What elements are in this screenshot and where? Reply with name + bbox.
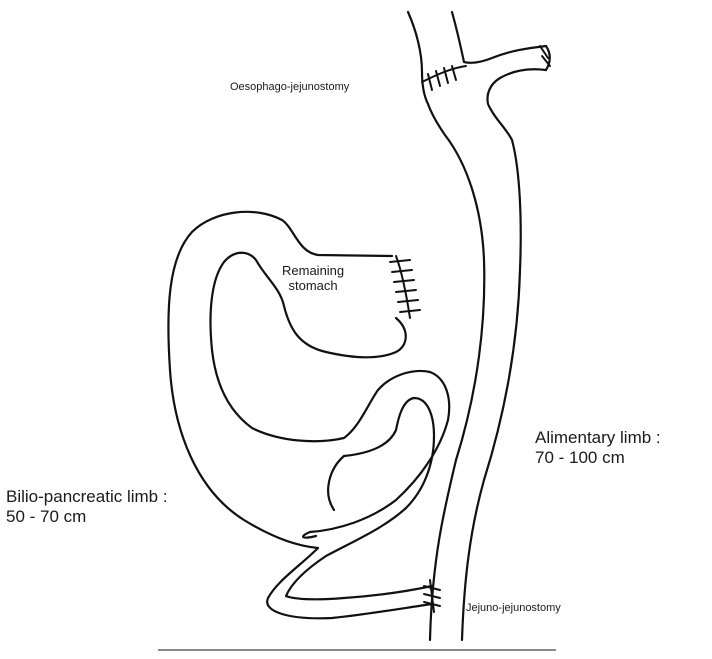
alimentary-text-line1: Alimentary limb :: [535, 428, 661, 448]
alimentary-text-line2: 70 - 100 cm: [535, 448, 661, 468]
oesophago-staple-line: [422, 66, 466, 90]
stomach-staple-line: [390, 256, 420, 318]
bilio-text-line2: 50 - 70 cm: [6, 507, 168, 527]
jejuno-text: Jejuno-jejunostomy: [466, 602, 561, 614]
alimentary-limb-label: Alimentary limb : 70 - 100 cm: [535, 428, 661, 467]
remaining-text-line1: Remaining: [282, 264, 344, 279]
remaining-stomach-label: Remaining stomach: [282, 264, 344, 294]
bilio-text-line1: Bilio-pancreatic limb :: [6, 487, 168, 507]
stomach-inner-wall: [211, 253, 450, 532]
bilio-pancreatic-limb-label: Bilio-pancreatic limb : 50 - 70 cm: [6, 487, 168, 526]
oesophagus-left-wall: [408, 12, 484, 640]
bilio-limb-inner-upper: [328, 456, 344, 510]
bilio-limb-inner-wall: [286, 398, 434, 599]
oesophago-jejunostomy-label: Oesophago-jejunostomy: [230, 81, 349, 94]
oesophago-text: Oesophago-jejunostomy: [230, 81, 349, 93]
remaining-text-line2: stomach: [282, 279, 344, 294]
oesophagus-right-wall: [452, 12, 546, 640]
jejuno-jejunostomy-label: Jejuno-jejunostomy: [466, 602, 561, 615]
